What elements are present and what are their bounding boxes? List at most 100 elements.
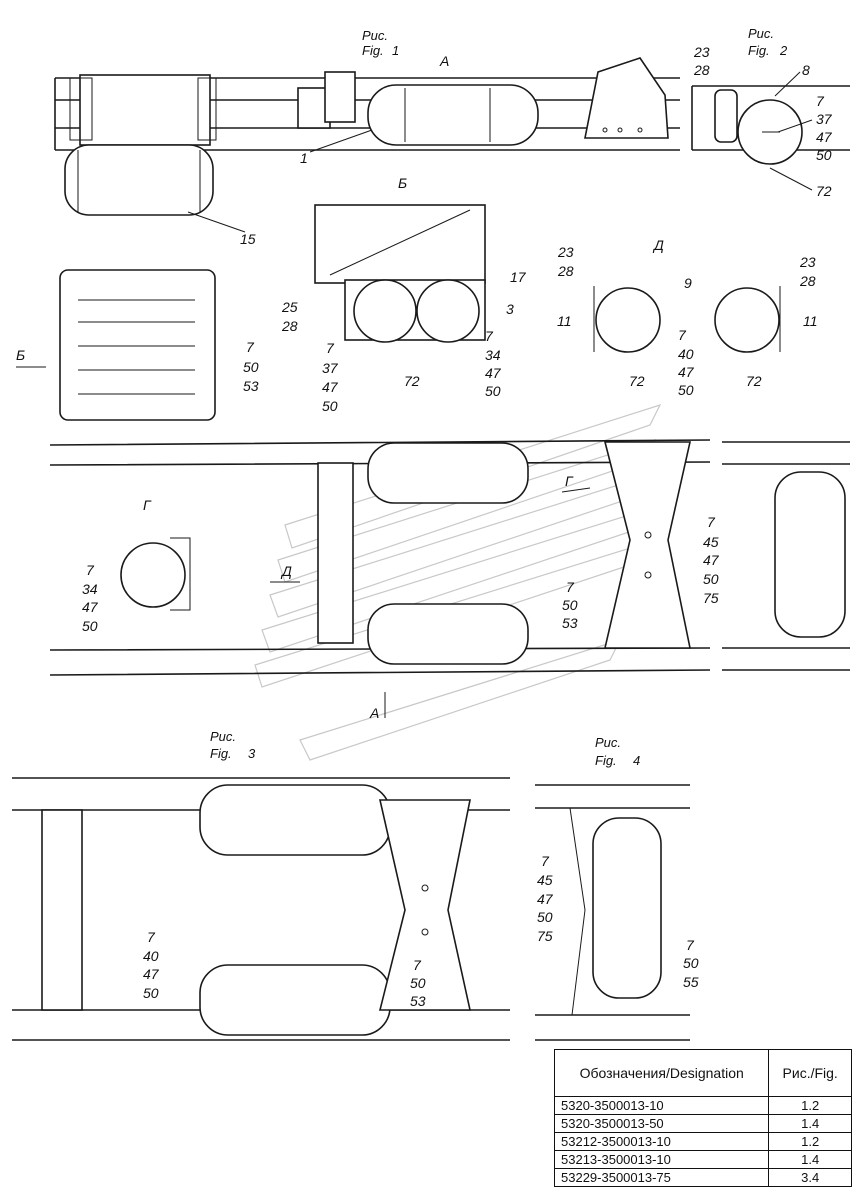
fig2-label: Рис. Fig. 2 bbox=[748, 26, 788, 58]
svg-text:28: 28 bbox=[281, 318, 298, 334]
svg-text:7: 7 bbox=[147, 929, 156, 945]
view-d-callout-11-left: 11 bbox=[557, 313, 572, 329]
view-b-callout-3: 3 bbox=[506, 301, 514, 317]
cell-fig: 1.2 bbox=[768, 1132, 852, 1151]
cell-fig: 3.4 bbox=[768, 1168, 852, 1187]
view-a-label: А bbox=[439, 53, 449, 69]
view-b-label: Б bbox=[398, 175, 407, 191]
svg-text:47: 47 bbox=[322, 379, 339, 395]
svg-text:50: 50 bbox=[485, 383, 501, 399]
svg-text:Рис.: Рис. bbox=[595, 735, 621, 750]
svg-text:3: 3 bbox=[248, 746, 256, 761]
designation-table: Обозначения/Designation Рис./Fig. 5320-3… bbox=[553, 1049, 852, 1187]
svg-text:7: 7 bbox=[686, 937, 695, 953]
main-callouts-right: 7 45 47 50 75 bbox=[703, 514, 720, 606]
svg-text:47: 47 bbox=[678, 364, 695, 380]
svg-text:7: 7 bbox=[707, 514, 716, 530]
svg-text:28: 28 bbox=[693, 62, 710, 78]
view-b-callout-72: 72 bbox=[404, 373, 420, 389]
callout-15: 15 bbox=[240, 231, 256, 247]
svg-text:28: 28 bbox=[557, 263, 574, 279]
main-chassis-plan bbox=[49, 439, 711, 676]
svg-text:28: 28 bbox=[799, 273, 816, 289]
svg-text:23: 23 bbox=[799, 254, 816, 270]
svg-text:53: 53 bbox=[410, 993, 426, 1009]
table-row: 53212-3500013-10 1.2 bbox=[553, 1132, 852, 1151]
arrow-a-label: А bbox=[369, 705, 379, 721]
svg-text:53: 53 bbox=[562, 615, 578, 631]
svg-text:47: 47 bbox=[82, 599, 99, 615]
cell-designation: 53229-3500013-75 bbox=[553, 1168, 770, 1187]
fig4-callouts-top: 7 45 47 50 75 bbox=[537, 853, 554, 944]
svg-text:55: 55 bbox=[683, 974, 699, 990]
fig3-callouts-left: 7 40 47 50 bbox=[143, 929, 160, 1001]
view-d-callouts-left-top: 23 28 bbox=[557, 244, 574, 279]
fig4-callouts-bottom: 7 50 55 bbox=[683, 937, 699, 990]
fig4-drawing bbox=[535, 784, 690, 1041]
view-d-callout-11-right: 11 bbox=[803, 313, 818, 329]
svg-text:Fig.: Fig. bbox=[595, 753, 617, 768]
svg-text:7: 7 bbox=[326, 340, 335, 356]
fig2-end-view bbox=[691, 85, 850, 165]
arrow-b-label: Б bbox=[16, 347, 25, 363]
cell-fig: 1.4 bbox=[768, 1114, 852, 1133]
view-d-callout-9: 9 bbox=[684, 275, 692, 291]
svg-text:7: 7 bbox=[86, 562, 95, 578]
fig3-callouts-right: 7 50 53 bbox=[410, 957, 426, 1009]
svg-text:50: 50 bbox=[143, 985, 159, 1001]
svg-text:34: 34 bbox=[82, 581, 98, 597]
svg-text:7: 7 bbox=[566, 579, 575, 595]
svg-text:47: 47 bbox=[485, 365, 502, 381]
svg-text:50: 50 bbox=[683, 955, 699, 971]
view-b-callout-25-28: 25 28 bbox=[281, 299, 298, 334]
cell-fig: 1.4 bbox=[768, 1150, 852, 1169]
fig4-label: Рис. Fig. 4 bbox=[595, 735, 640, 768]
header-designation: Обозначения/Designation bbox=[553, 1049, 770, 1097]
fig1-frame-side-view bbox=[54, 57, 680, 216]
view-d-callout-72-right: 72 bbox=[746, 373, 762, 389]
view-d-callouts-right-top: 23 28 bbox=[799, 254, 816, 289]
view-b-drawing bbox=[314, 204, 486, 343]
svg-text:Рис.: Рис. bbox=[210, 729, 236, 744]
svg-text:47: 47 bbox=[703, 552, 720, 568]
svg-text:7: 7 bbox=[246, 339, 255, 355]
svg-text:23: 23 bbox=[557, 244, 574, 260]
table-row: 53213-3500013-10 1.4 bbox=[553, 1150, 852, 1169]
svg-text:50: 50 bbox=[243, 359, 259, 375]
battery-box-end-view bbox=[59, 269, 216, 421]
cell-designation: 5320-3500013-10 bbox=[553, 1096, 770, 1115]
fig2-callouts-right: 7 37 47 50 bbox=[816, 93, 833, 163]
cell-fig: 1.2 bbox=[768, 1096, 852, 1115]
svg-text:50: 50 bbox=[816, 147, 832, 163]
svg-text:7: 7 bbox=[678, 327, 687, 343]
svg-text:34: 34 bbox=[485, 347, 501, 363]
view-d-callouts-center: 7 40 47 50 bbox=[678, 327, 695, 398]
fig3-label: Рис. Fig. 3 bbox=[210, 729, 256, 761]
fig2-callout-8: 8 bbox=[802, 62, 810, 78]
svg-text:37: 37 bbox=[322, 360, 339, 376]
header-fig: Рис./Fig. bbox=[768, 1049, 852, 1097]
table-row: 53229-3500013-75 3.4 bbox=[553, 1168, 852, 1187]
cell-designation: 53213-3500013-10 bbox=[553, 1150, 770, 1169]
svg-text:7: 7 bbox=[413, 957, 422, 973]
arrow-d-label: Д bbox=[280, 563, 292, 579]
view-b-callouts-right: 7 34 47 50 bbox=[485, 328, 502, 399]
main-right-inset bbox=[722, 441, 850, 671]
svg-text:47: 47 bbox=[537, 891, 554, 907]
svg-text:50: 50 bbox=[410, 975, 426, 991]
view-b-callouts-left: 7 37 47 50 bbox=[322, 340, 339, 414]
svg-text:75: 75 bbox=[703, 590, 719, 606]
svg-text:Fig.: Fig. bbox=[748, 43, 770, 58]
svg-text:Рис.: Рис. bbox=[362, 28, 388, 43]
view-d-label: Д bbox=[652, 237, 664, 253]
left-callout-stack: 7 50 53 bbox=[243, 339, 259, 394]
svg-text:25: 25 bbox=[281, 299, 298, 315]
table-header-row: Обозначения/Designation Рис./Fig. bbox=[553, 1049, 852, 1097]
cell-designation: 53212-3500013-10 bbox=[553, 1132, 770, 1151]
svg-text:50: 50 bbox=[703, 571, 719, 587]
view-g-drawing bbox=[120, 537, 191, 611]
svg-text:50: 50 bbox=[322, 398, 338, 414]
svg-text:45: 45 bbox=[537, 872, 553, 888]
svg-text:75: 75 bbox=[537, 928, 553, 944]
svg-text:7: 7 bbox=[541, 853, 550, 869]
